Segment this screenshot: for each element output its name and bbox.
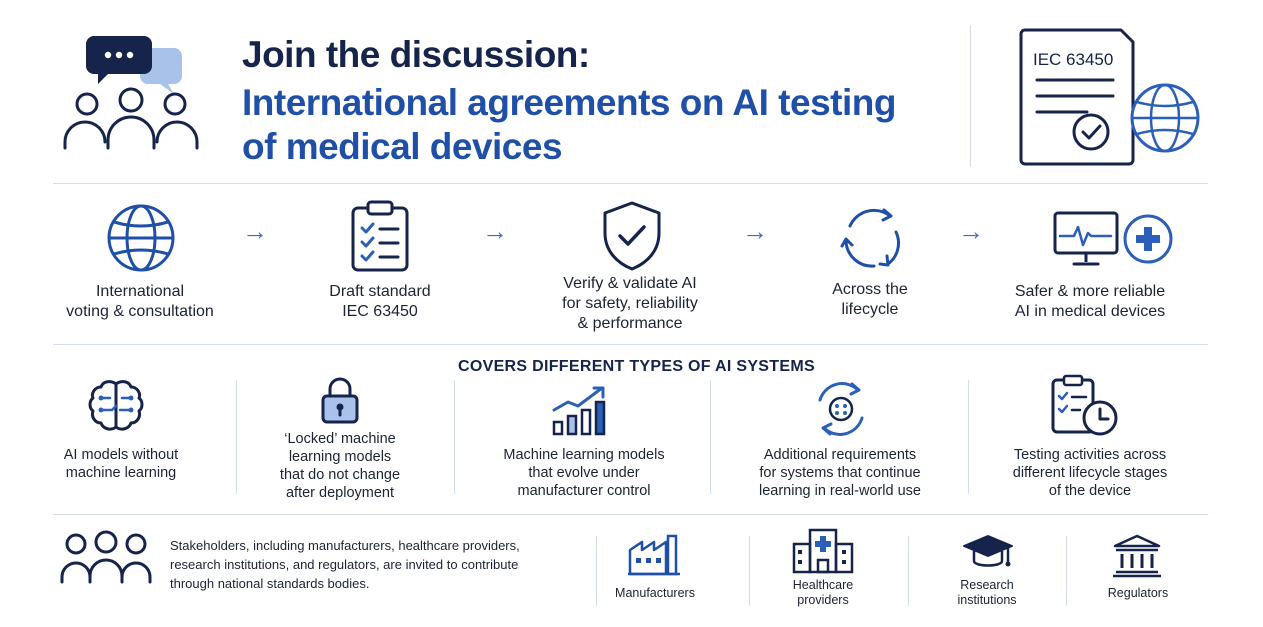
brain-icon (87, 378, 145, 436)
factory-icon (628, 534, 680, 576)
flow-arrow: → (242, 216, 268, 246)
globe-icon (105, 202, 177, 274)
stakeholder-research-label: Research institutions (932, 578, 1042, 608)
type-testing-label: Testing activities across different life… (990, 446, 1190, 500)
step-lifecycle-label: Across the lifecycle (770, 280, 970, 320)
type-no-ml-label: AI models without machine learning (40, 446, 202, 482)
divider-3 (53, 514, 1208, 515)
step-5-line-1: Safer & more reliable (1014, 283, 1166, 300)
discussion-people-icon (58, 32, 208, 157)
standard-document-label: IEC 63450 (1033, 50, 1114, 69)
stakeholder-regulators-label: Regulators (1083, 586, 1193, 601)
government-building-icon (1112, 534, 1162, 578)
regulators-label: Regulators (1107, 586, 1169, 600)
title-line-1: Join the discussion: (242, 34, 590, 75)
type-1-line-1: AI models without (63, 447, 179, 463)
stakeholder-divider (596, 536, 597, 606)
column-divider (454, 380, 455, 494)
type-2-line-4: after deployment (285, 485, 394, 501)
step-2-line-1: Draft standard (329, 283, 431, 300)
step-4-line-1: Across the (832, 281, 908, 298)
divider-2 (53, 344, 1208, 345)
step-international-label: International voting & consultation (40, 282, 240, 322)
standard-document-illustration: IEC 63450 (1017, 28, 1207, 168)
hospital-icon (792, 528, 854, 574)
type-evolving-label: Machine learning models that evolve unde… (478, 446, 690, 500)
type-4-line-2: for systems that continue (759, 465, 921, 481)
type-3-line-1: Machine learning models (503, 447, 665, 463)
type-4-line-3: learning in real-world use (759, 483, 921, 499)
type-2-line-3: that do not change (279, 467, 401, 483)
stakeholder-invitation-text: Stakeholders, including manufacturers, h… (170, 536, 580, 593)
stakeholder-text-line-3: through national standards bodies. (170, 576, 370, 591)
step-4-line-2: lifecycle (841, 301, 899, 318)
step-1-line-2: voting & consultation (66, 303, 214, 320)
step-3-line-1: Verify & validate AI (563, 275, 697, 292)
section-heading: COVERS DIFFERENT TYPES OF AI SYSTEMS (458, 358, 815, 375)
title-line-3: of medical devices (242, 126, 563, 167)
column-divider (236, 380, 237, 494)
type-1-line-2: machine learning (65, 465, 177, 481)
step-3-line-2: for safety, reliability (562, 295, 698, 312)
checklist-clock-icon (1050, 374, 1120, 438)
type-2-line-2: learning models (288, 449, 392, 465)
divider-1 (53, 183, 1208, 184)
healthcare-label-line-1: Healthcare (792, 578, 854, 592)
stakeholder-divider (908, 536, 909, 606)
shield-check-icon (600, 200, 664, 272)
stakeholder-healthcare-label: Healthcare providers (768, 578, 878, 608)
type-3-line-3: manufacturer control (517, 483, 651, 499)
stakeholder-manufacturers-label: Manufacturers (600, 586, 710, 601)
step-2-line-2: IEC 63450 (342, 303, 418, 320)
clipboard-icon (350, 200, 410, 272)
stakeholder-divider (1066, 536, 1067, 606)
flow-arrow: → (482, 216, 508, 246)
type-locked-label: ‘Locked’ machine learning models that do… (250, 430, 430, 502)
stakeholder-divider (749, 536, 750, 606)
type-5-line-2: different lifecycle stages (1012, 465, 1168, 481)
step-3-line-3: & performance (577, 315, 683, 332)
header-divider (970, 25, 971, 167)
manufacturers-label: Manufacturers (615, 586, 695, 600)
column-divider (710, 380, 711, 494)
lock-icon (320, 376, 360, 424)
column-divider (968, 380, 969, 494)
research-label-line-2: institutions (957, 593, 1017, 607)
step-safer-label: Safer & more reliable AI in medical devi… (1002, 282, 1178, 322)
healthcare-label-line-2: providers (797, 593, 849, 607)
graduation-cap-icon (962, 534, 1014, 574)
step-draft-label: Draft standard IEC 63450 (280, 282, 480, 322)
bar-chart-icon (552, 384, 614, 436)
flow-arrow: → (958, 216, 984, 246)
step-5-line-2: AI in medical devices (1014, 303, 1166, 320)
step-1-line-1: International (95, 283, 185, 300)
people-group-icon (60, 530, 152, 586)
step-verify-label: Verify & validate AI for safety, reliabi… (530, 274, 730, 334)
title-line-2: International agreements on AI testing (242, 82, 896, 123)
type-continuous-label: Additional requirements for systems that… (730, 446, 950, 500)
continuous-learning-icon (810, 378, 872, 440)
flow-arrow: → (742, 216, 768, 246)
medical-monitor-icon (1052, 210, 1174, 270)
type-3-line-2: that evolve under (528, 465, 640, 481)
type-5-line-1: Testing activities across (1013, 447, 1167, 463)
cycle-icon (838, 204, 906, 272)
stakeholder-text-line-1: Stakeholders, including manufacturers, h… (170, 538, 520, 553)
type-2-line-1: ‘Locked’ machine (284, 431, 396, 447)
research-label-line-1: Research (960, 578, 1014, 592)
type-5-line-3: of the device (1048, 483, 1132, 499)
stakeholder-text-line-2: research institutions, and regulators, a… (170, 557, 519, 572)
type-4-line-1: Additional requirements (763, 447, 917, 463)
